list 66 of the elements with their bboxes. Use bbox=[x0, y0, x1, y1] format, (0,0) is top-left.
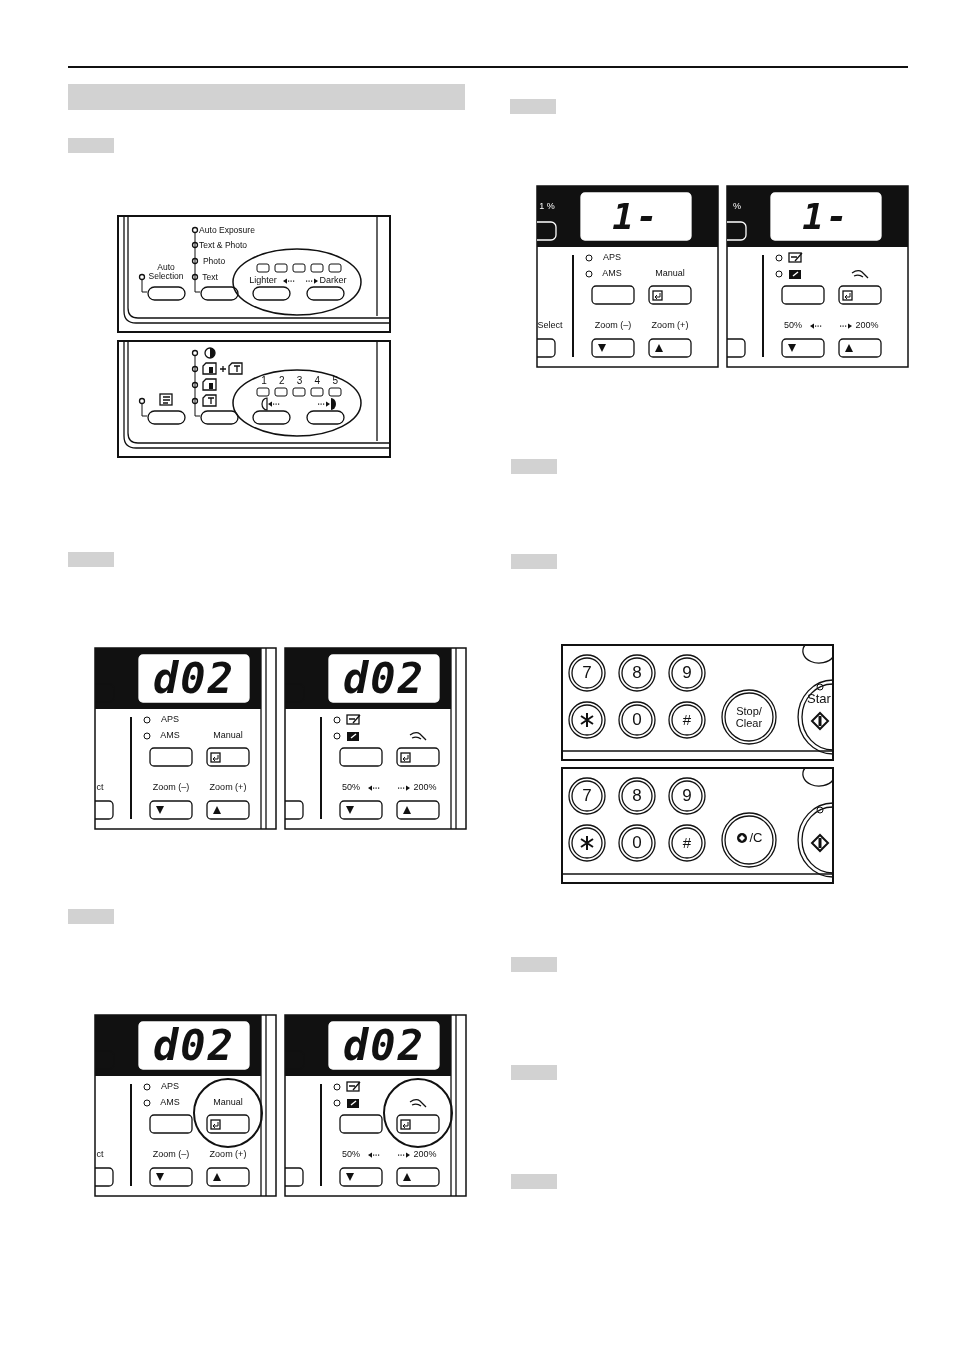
level-number: 1 bbox=[261, 375, 267, 387]
key-label: # bbox=[682, 835, 692, 851]
exposure-label: Darker bbox=[319, 276, 347, 286]
step-number-bar bbox=[68, 552, 114, 567]
mode-label: Auto Selection bbox=[147, 263, 185, 281]
key-label: 9 bbox=[682, 787, 692, 805]
mode-label: Photo bbox=[202, 256, 226, 266]
display-readout: 1- bbox=[802, 198, 850, 236]
panel-label: % bbox=[733, 202, 741, 212]
panel-label: 200% bbox=[413, 783, 437, 793]
panel-label: ct bbox=[96, 1150, 104, 1160]
panel-label: APS bbox=[161, 715, 179, 725]
panel-label: ct bbox=[96, 783, 104, 793]
section-heading-bar bbox=[68, 84, 465, 110]
mode-label: Text bbox=[202, 272, 218, 282]
panel-label: AMS bbox=[602, 269, 622, 279]
key-label: # bbox=[682, 712, 692, 728]
panel-label: APS bbox=[161, 1082, 179, 1092]
panel-label: 50% bbox=[784, 321, 802, 331]
display-readout: d02 bbox=[343, 1023, 425, 1069]
panel-label: Zoom (–) bbox=[594, 321, 632, 331]
display-readout: d02 bbox=[343, 656, 425, 702]
exposure-label: Lighter bbox=[249, 276, 277, 286]
panel-label: 1 % bbox=[539, 202, 555, 212]
key-label: /C bbox=[749, 831, 763, 845]
panel-label: Manual bbox=[655, 269, 685, 279]
panel-label: AMS bbox=[160, 731, 180, 741]
level-number: 4 bbox=[314, 375, 321, 387]
panel-label: Manual bbox=[213, 731, 243, 741]
panel-label: Select bbox=[537, 321, 563, 331]
key-label: Star bbox=[807, 692, 831, 706]
key-label: 8 bbox=[632, 664, 642, 682]
panel-label: 50% bbox=[342, 783, 360, 793]
display-readout: d02 bbox=[153, 1023, 235, 1069]
level-number: 3 bbox=[296, 375, 303, 387]
panel-label: 50% bbox=[342, 1150, 360, 1160]
level-number: 2 bbox=[279, 375, 285, 387]
panel-label: AMS bbox=[160, 1098, 180, 1108]
mode-label: Auto Exposure bbox=[199, 225, 255, 235]
panel-label: Manual bbox=[213, 1098, 243, 1108]
key-label: Stop/ Clear bbox=[734, 706, 764, 730]
panel-label: Zoom (+) bbox=[209, 1150, 247, 1160]
key-label: 7 bbox=[582, 787, 592, 805]
display-readout: 1- bbox=[612, 198, 660, 236]
mode-label: Text & Photo bbox=[198, 240, 248, 250]
key-label: 7 bbox=[582, 664, 592, 682]
panel-label: APS bbox=[603, 253, 621, 263]
panel-label: Zoom (+) bbox=[651, 321, 689, 331]
step-number-bar bbox=[68, 138, 114, 153]
panel-label: 200% bbox=[413, 1150, 437, 1160]
step-number-bar bbox=[68, 909, 114, 924]
step-number-bar bbox=[511, 459, 557, 474]
panel-label: Zoom (+) bbox=[209, 783, 247, 793]
display-readout: d02 bbox=[153, 656, 235, 702]
key-label: 9 bbox=[682, 664, 692, 682]
step-number-bar bbox=[511, 554, 557, 569]
step-number-bar bbox=[511, 957, 557, 972]
panel-label: Zoom (–) bbox=[152, 783, 190, 793]
key-label: 0 bbox=[632, 834, 642, 852]
key-label: 0 bbox=[632, 711, 642, 729]
panel-label: 200% bbox=[855, 321, 879, 331]
step-number-bar bbox=[510, 99, 556, 114]
step-number-bar bbox=[511, 1065, 557, 1080]
step-number-bar bbox=[511, 1174, 557, 1189]
panel-label: Zoom (–) bbox=[152, 1150, 190, 1160]
key-label: 8 bbox=[632, 787, 642, 805]
